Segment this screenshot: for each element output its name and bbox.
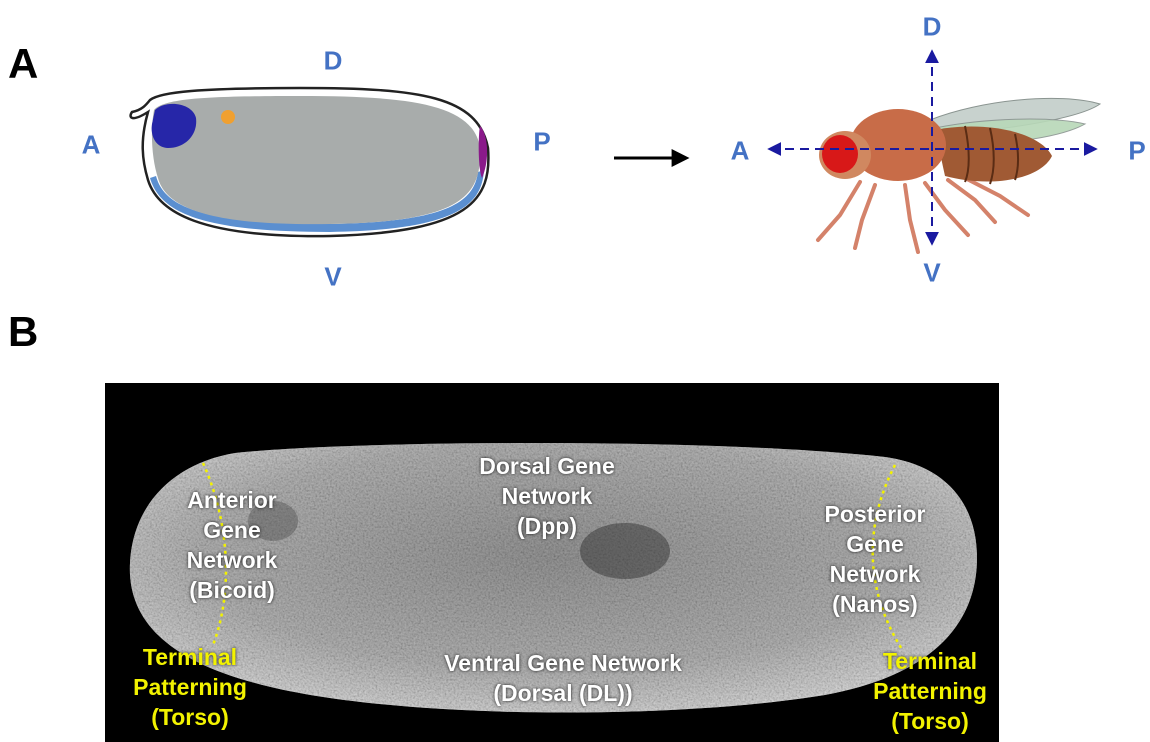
embryo-interior bbox=[152, 96, 480, 224]
terminal-right-line-2: Patterning bbox=[873, 676, 987, 706]
anterior-network-line-1: Anterior bbox=[187, 485, 278, 515]
posterior-network-label: Posterior Gene Network (Nanos) bbox=[825, 499, 926, 619]
anterior-network-line-4: (Bicoid) bbox=[187, 575, 278, 605]
embryo-posterior-label: P bbox=[533, 127, 550, 158]
fly-posterior-label: P bbox=[1128, 136, 1145, 167]
posterior-network-line-2: Gene bbox=[825, 529, 926, 559]
dorsal-network-line-1: Dorsal Gene bbox=[479, 451, 615, 481]
fly-dorsal-label: D bbox=[923, 12, 942, 43]
ventral-network-line-1: Ventral Gene Network bbox=[444, 648, 682, 678]
embryo-ventral-label: V bbox=[324, 262, 341, 293]
embryo-anterior-label: A bbox=[82, 130, 101, 161]
fly-anterior-label: A bbox=[731, 136, 750, 167]
anterior-network-line-3: Network bbox=[187, 545, 278, 575]
terminal-left-line-3: (Torso) bbox=[133, 702, 247, 732]
embryo-dorsal-label: D bbox=[324, 46, 343, 77]
terminal-right-line-3: (Torso) bbox=[873, 706, 987, 736]
dorsal-network-line-3: (Dpp) bbox=[479, 511, 615, 541]
terminal-left-line-1: Terminal bbox=[133, 642, 247, 672]
posterior-network-line-3: Network bbox=[825, 559, 926, 589]
terminal-left-line-2: Patterning bbox=[133, 672, 247, 702]
anterior-network-line-2: Gene bbox=[187, 515, 278, 545]
fly-illustration bbox=[818, 98, 1100, 252]
terminal-right-line-1: Terminal bbox=[873, 646, 987, 676]
fly-ventral-label: V bbox=[923, 258, 940, 289]
terminal-patterning-left-label: Terminal Patterning (Torso) bbox=[133, 642, 247, 732]
dorsal-network-label: Dorsal Gene Network (Dpp) bbox=[479, 451, 615, 541]
posterior-network-line-1: Posterior bbox=[825, 499, 926, 529]
fly-eye bbox=[822, 135, 858, 173]
ventral-network-label: Ventral Gene Network (Dorsal (DL)) bbox=[444, 648, 682, 708]
embryo-schematic bbox=[131, 88, 489, 236]
posterior-network-line-4: (Nanos) bbox=[825, 589, 926, 619]
panel-a-diagram bbox=[0, 0, 1150, 380]
ventral-network-line-2: (Dorsal (DL)) bbox=[444, 678, 682, 708]
terminal-patterning-right-label: Terminal Patterning (Torso) bbox=[873, 646, 987, 736]
dorsal-network-line-2: Network bbox=[479, 481, 615, 511]
oocyte-nucleus bbox=[221, 110, 235, 124]
anterior-network-label: Anterior Gene Network (Bicoid) bbox=[187, 485, 278, 605]
